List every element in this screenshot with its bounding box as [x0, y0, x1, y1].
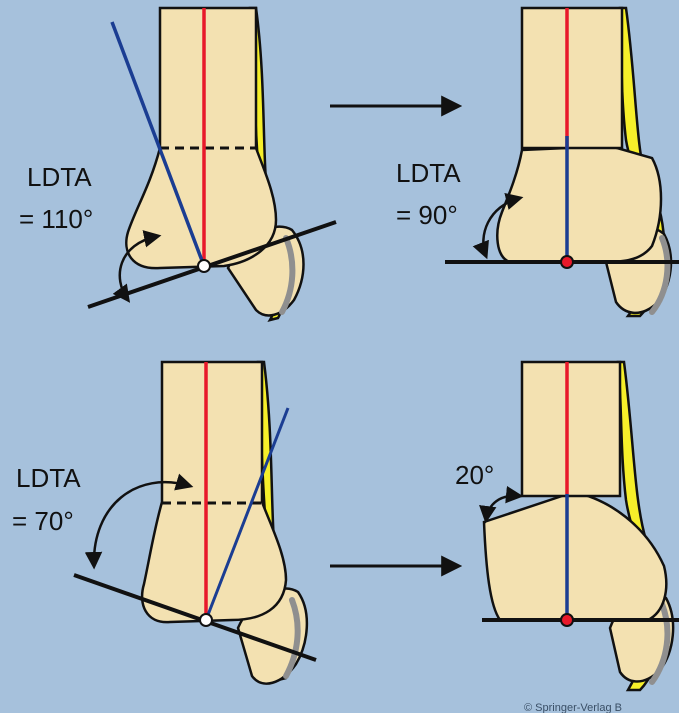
- ldta-value-top-left: = 110°: [19, 204, 93, 234]
- ldta-value-bottom-left: = 70°: [12, 506, 74, 536]
- ankle-center-point: [561, 256, 573, 268]
- copyright-text: © Springer-Verlag B: [524, 702, 622, 713]
- ldta-label-bottom-left: LDTA: [16, 463, 81, 493]
- ldta-label-top-right: LDTA: [396, 158, 461, 188]
- ankle-center-point: [561, 614, 573, 626]
- tibia: [126, 8, 276, 268]
- ankle-center-point: [200, 614, 212, 626]
- tibia: [522, 362, 620, 496]
- panel-bottom-left: LDTA = 70°: [12, 362, 316, 684]
- angle-label-bottom-right: 20°: [455, 460, 494, 490]
- ldta-label-top-left: LDTA: [27, 162, 92, 192]
- talus: [497, 134, 661, 262]
- panel-top-left: LDTA = 110°: [19, 8, 336, 320]
- ldta-value-top-right: = 90°: [396, 200, 458, 230]
- tibia: [522, 8, 622, 148]
- panel-bottom-right: 20°: [455, 362, 679, 690]
- ankle-center-point: [198, 260, 210, 272]
- panel-top-right: LDTA = 90°: [396, 8, 679, 316]
